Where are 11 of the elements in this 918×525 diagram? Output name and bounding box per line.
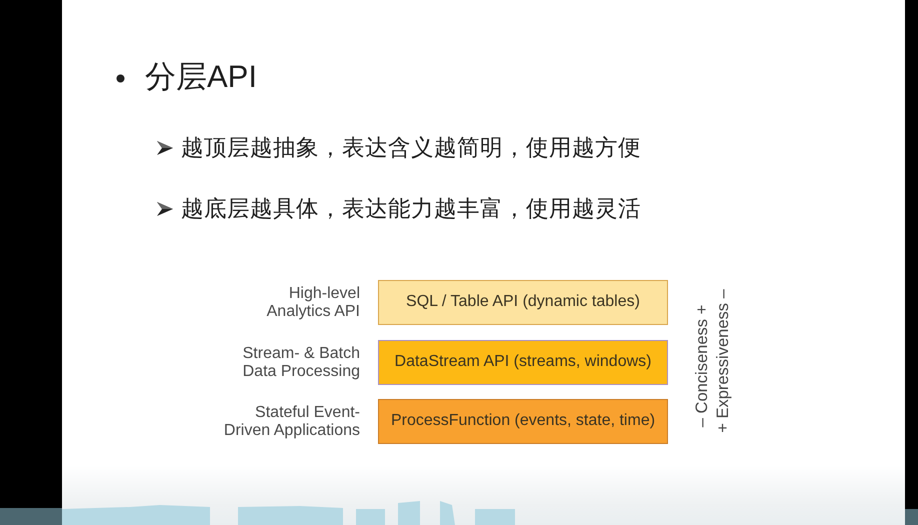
api-layer-box: ProcessFunction (events, state, time) — [378, 399, 668, 444]
slide-title: 分层API — [145, 58, 257, 96]
api-layer-box: DataStream API (streams, windows) — [378, 340, 668, 385]
vertical-label: – Conciseness + — [692, 304, 712, 430]
layer-label: Stateful Event-Driven Applications — [222, 404, 360, 440]
layer-label: High-level Analytics API — [266, 285, 360, 321]
vertical-label: + Expressiveness – — [713, 288, 733, 435]
bullet-text: 越底层越具体，表达能力越丰富，使用越灵活 — [181, 195, 641, 223]
layer-label: Stream- & Batch Data Processing — [242, 345, 360, 381]
api-layer-box: SQL / Table API (dynamic tables) — [378, 280, 668, 325]
bullet-text: 越顶层越抽象，表达含义越简明，使用越方便 — [181, 134, 641, 162]
